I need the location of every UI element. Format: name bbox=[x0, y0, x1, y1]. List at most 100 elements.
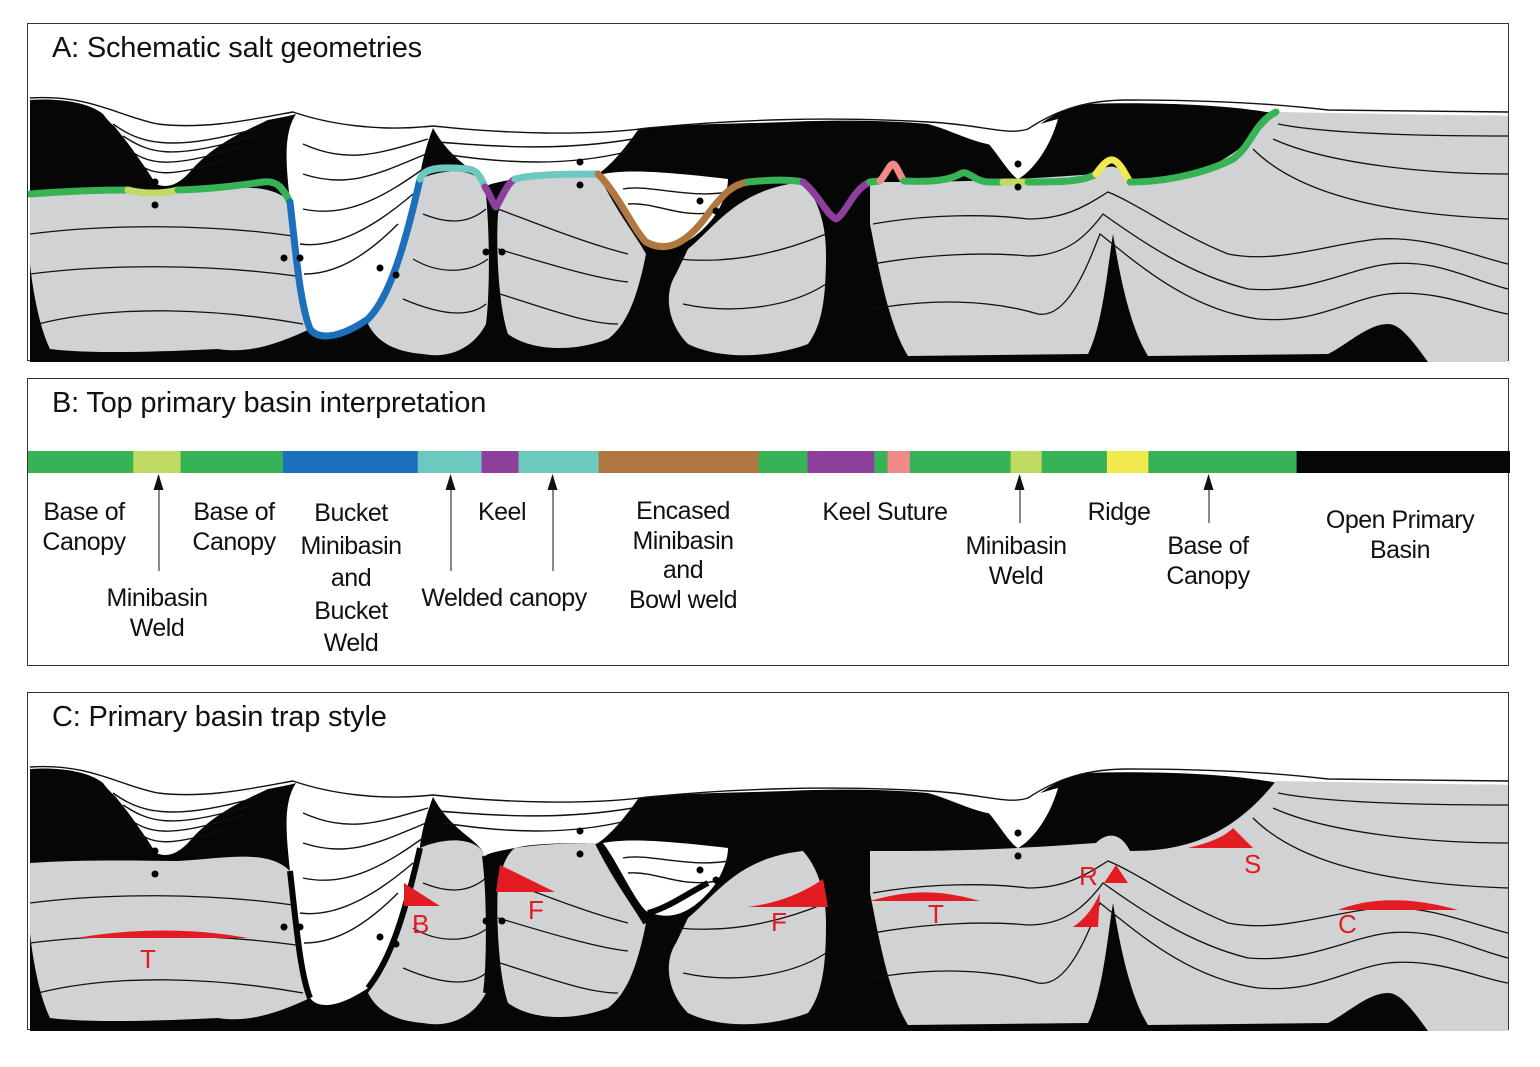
stratal-line bbox=[1252, 817, 1509, 889]
horizon-bucket-weld bbox=[286, 175, 424, 340]
trap-label-f-2: F bbox=[771, 907, 787, 937]
stratal-line bbox=[1272, 138, 1509, 175]
minibasin-fill bbox=[978, 788, 1058, 848]
bar-segment-minibasin-weld bbox=[133, 451, 182, 473]
trap-bucket bbox=[404, 883, 440, 906]
bar-segment-base-of-canopy bbox=[28, 451, 134, 473]
pin-dot bbox=[498, 917, 506, 925]
panel-b-title: B: Top primary basin interpretation bbox=[52, 387, 487, 419]
arrow-up-icon bbox=[547, 474, 558, 571]
pin-dot bbox=[151, 847, 159, 855]
horizon-keel-1 bbox=[481, 175, 519, 211]
salt-geometry-cross-section bbox=[28, 96, 1509, 362]
trap-compressional-fold bbox=[1338, 900, 1458, 910]
pin-dot bbox=[712, 876, 720, 884]
stratal-line bbox=[402, 298, 487, 314]
cross-section-base bbox=[29, 765, 1509, 1031]
bar-segment-keel bbox=[807, 451, 875, 473]
bar-segment-base-of-canopy bbox=[874, 451, 889, 473]
stratal-line bbox=[112, 792, 259, 813]
pin-dot bbox=[482, 248, 490, 256]
stratal-line bbox=[402, 967, 487, 983]
pin-dot bbox=[576, 181, 584, 189]
stratal-line bbox=[497, 208, 629, 255]
stratal-line bbox=[127, 814, 244, 832]
stratal-line bbox=[299, 193, 414, 246]
horizon-base-of-canopy-1 bbox=[28, 186, 132, 198]
sediment-block bbox=[870, 781, 1508, 1031]
sediment-block bbox=[870, 112, 1508, 362]
stratal-line bbox=[442, 151, 627, 163]
trap-sub-canopy bbox=[1188, 828, 1253, 848]
stratal-line bbox=[442, 820, 627, 832]
bar-segment-base-of-canopy bbox=[1041, 451, 1108, 473]
stratal-line bbox=[122, 804, 254, 822]
sediment-block bbox=[668, 182, 826, 356]
stratal-line bbox=[127, 145, 244, 163]
traps bbox=[76, 828, 1458, 938]
bar-segment-keel bbox=[481, 451, 520, 473]
pin-dots bbox=[151, 827, 1022, 948]
bar-segment-bowl-weld bbox=[598, 451, 760, 473]
pin-dot bbox=[151, 201, 159, 209]
panel-a-schematic-salt-geometries: A: Schematic salt geometries bbox=[27, 23, 1509, 362]
horizon-base-of-canopy-2 bbox=[174, 178, 294, 206]
panel-b-top-primary-basin-interpretation: B: Top primary basin interpretation Base… bbox=[27, 378, 1510, 666]
horizon-keel-suture bbox=[876, 160, 908, 185]
trap-label-r: R bbox=[1079, 861, 1098, 891]
sediment-block bbox=[30, 187, 310, 353]
bar-segment-base-of-canopy bbox=[1148, 451, 1298, 473]
pin-dot bbox=[376, 264, 384, 272]
trap-label-t-1: T bbox=[140, 944, 156, 974]
horizon-welded-canopy-2 bbox=[511, 170, 602, 183]
trap-label-s: S bbox=[1244, 849, 1261, 879]
bar-segment-ridge bbox=[1106, 451, 1149, 473]
sediment-block bbox=[368, 171, 489, 356]
minibasin-fill bbox=[103, 114, 268, 186]
top-primary-basin-horizon bbox=[28, 108, 1280, 340]
trap-label-t-2: T bbox=[928, 899, 944, 929]
pin-dot bbox=[151, 178, 159, 186]
stratal-line bbox=[302, 822, 427, 850]
minibasin-fill bbox=[286, 783, 433, 1006]
bar-segment-bucket-weld bbox=[282, 451, 419, 473]
stratal-line bbox=[1277, 792, 1509, 806]
stratal-line bbox=[302, 138, 429, 156]
pin-dot bbox=[576, 850, 584, 858]
label-keel-suture: Keel Suture bbox=[822, 498, 948, 526]
pin-dot bbox=[1014, 183, 1022, 191]
stratal-line bbox=[37, 310, 304, 325]
stratal-line bbox=[29, 96, 1509, 134]
trap-label-c: C bbox=[1338, 909, 1357, 939]
stratal-line bbox=[29, 895, 294, 906]
sediment-block bbox=[368, 840, 489, 1025]
weld-line bbox=[287, 870, 313, 1000]
stratal-line bbox=[422, 877, 487, 891]
horizon-base-of-canopy-5 bbox=[900, 169, 1007, 186]
pin-dot bbox=[1014, 852, 1022, 860]
cross-section-base bbox=[29, 96, 1509, 362]
weld-line bbox=[647, 880, 710, 916]
stratal-line bbox=[137, 827, 229, 843]
pin-dot bbox=[376, 933, 384, 941]
stratal-line bbox=[622, 187, 729, 195]
stratal-line bbox=[499, 962, 619, 994]
stratal-line bbox=[497, 917, 629, 952]
stratal-line bbox=[302, 837, 424, 881]
pin-dot bbox=[712, 207, 720, 215]
horizon-ridge bbox=[1092, 156, 1134, 186]
trap-style-cross-section: T B F F T R S C bbox=[29, 765, 1509, 1031]
stratal-line bbox=[37, 979, 304, 994]
stratal-line bbox=[622, 856, 729, 864]
pin-dot bbox=[576, 158, 584, 166]
bar-segment-welded-canopy bbox=[417, 451, 482, 473]
label-welded-canopy: Welded canopy bbox=[421, 584, 587, 612]
pin-dot bbox=[392, 940, 400, 948]
horizon-base-of-canopy-6 bbox=[1024, 170, 1100, 186]
sediment-block bbox=[30, 856, 310, 1022]
interpretation-color-bar bbox=[28, 451, 1510, 473]
stratal-line bbox=[122, 135, 254, 153]
